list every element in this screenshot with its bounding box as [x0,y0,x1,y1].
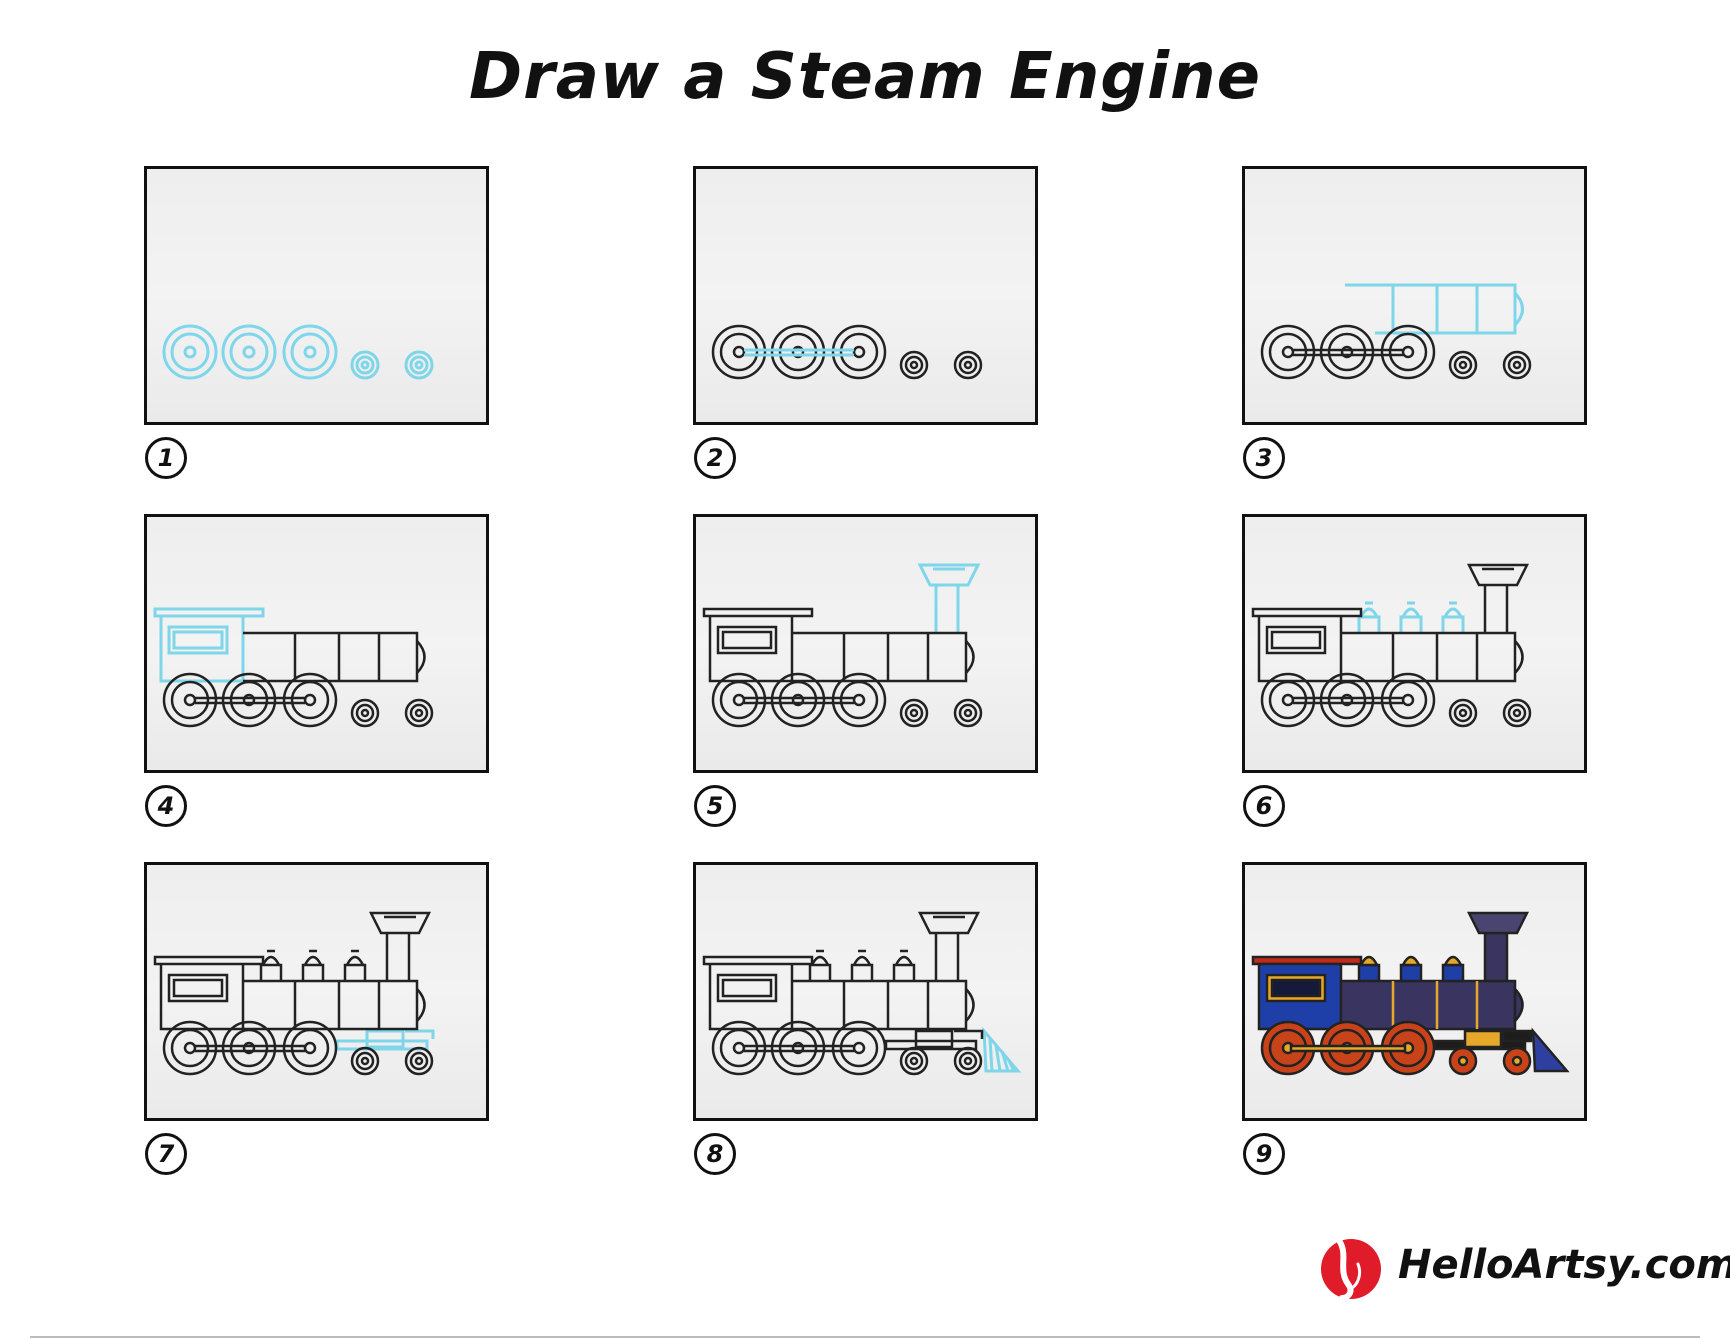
step-number: 7 [145,1133,187,1175]
step-4-drawing [153,607,434,728]
step-4: 4 [144,514,489,827]
step-number: 3 [1243,437,1285,479]
brand-text: HelloArtsy.com [1398,1242,1730,1288]
step-9-drawing [1251,911,1570,1076]
step-panel [144,166,489,425]
step-number: 1 [145,437,187,479]
footer-divider [30,1336,1700,1338]
step-8: 8 [693,862,1038,1175]
brand[interactable]: HelloArtsy.com [1318,1230,1730,1300]
step-panel [693,166,1038,425]
step-number: 8 [694,1133,736,1175]
step-1: 1 [144,166,489,479]
step-6-drawing [1251,563,1532,728]
step-panel [144,862,489,1121]
step-8-drawing [702,911,1022,1076]
step-number: 5 [694,785,736,827]
step-3: 3 [1242,166,1587,479]
step-panel [1242,514,1587,773]
page-title: Draw a Steam Engine [469,40,1261,114]
step-number: 6 [1243,785,1285,827]
step-panel [1242,166,1587,425]
helloartsy-logo-icon [1321,1239,1381,1300]
step-number: 2 [694,437,736,479]
step-5-drawing [702,563,983,728]
step-panel [1242,862,1587,1121]
step-9: 9 [1242,862,1587,1175]
step-panel [144,514,489,773]
step-panel [693,862,1038,1121]
step-1-drawing [162,324,434,380]
step-7: 7 [144,862,489,1175]
step-number: 9 [1243,1133,1285,1175]
step-number: 4 [145,785,187,827]
step-3-drawing [1260,283,1532,380]
step-6: 6 [1242,514,1587,827]
step-2: 2 [693,166,1038,479]
step-panel [693,514,1038,773]
step-7-drawing [153,911,435,1076]
step-2-drawing [711,324,983,380]
step-5: 5 [693,514,1038,827]
